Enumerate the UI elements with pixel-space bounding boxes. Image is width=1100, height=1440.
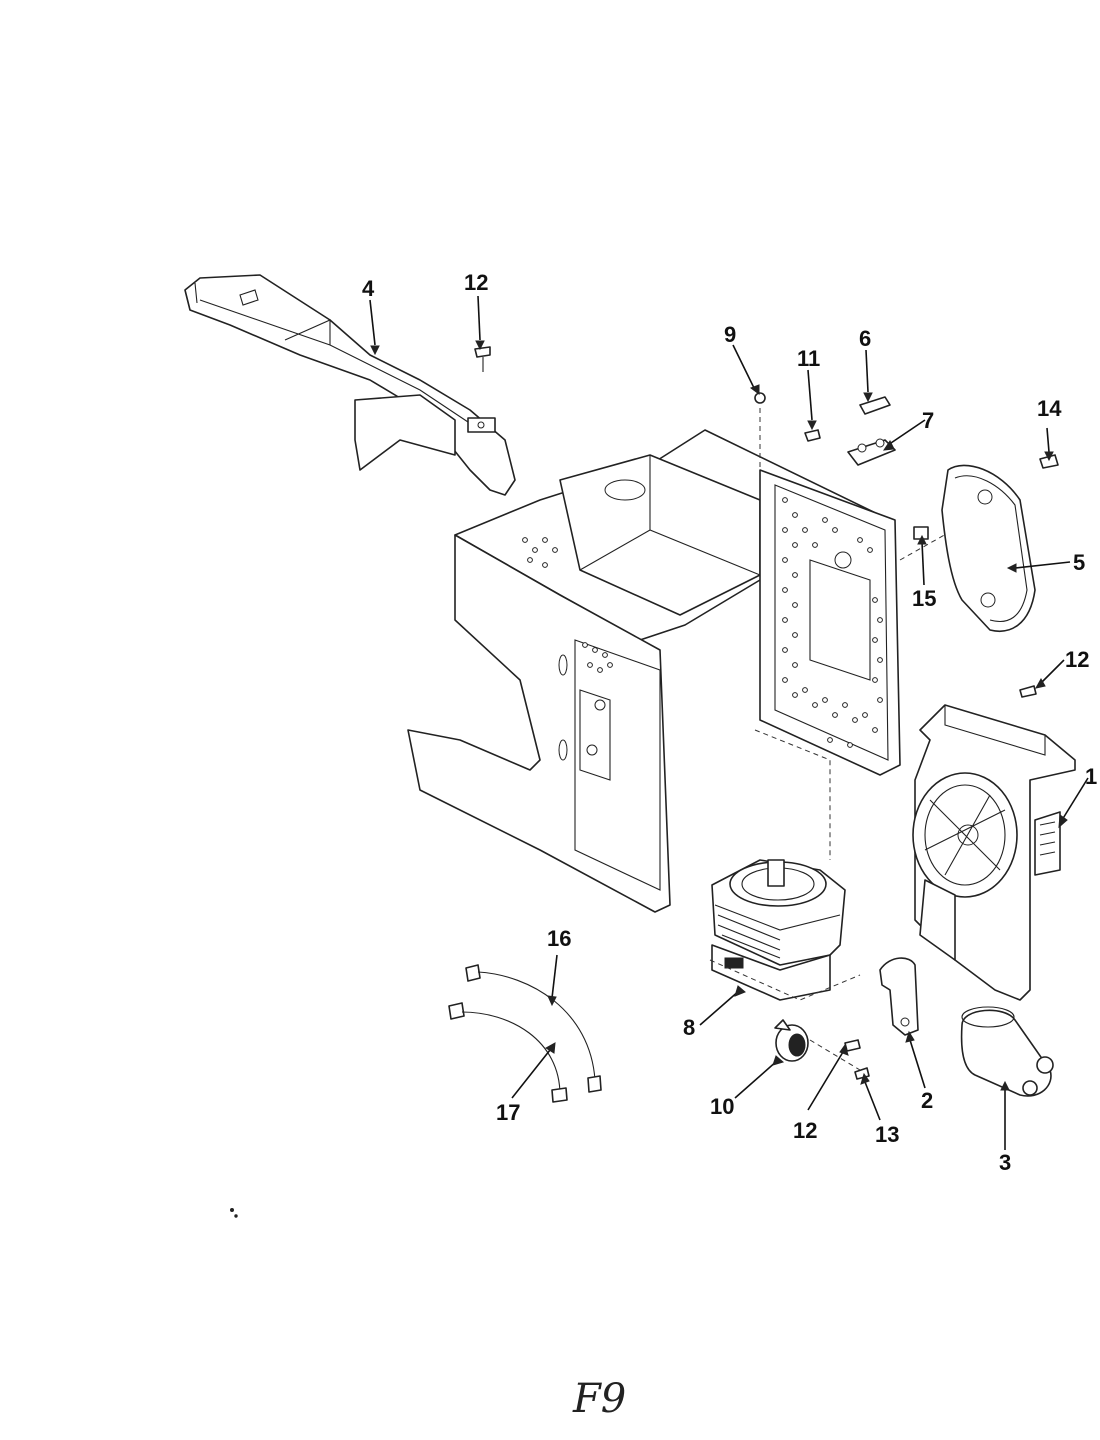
callout-11: 11 [797,346,820,371]
callout-6: 6 [859,326,871,351]
callout-10: 10 [710,1094,734,1119]
callout-9: 9 [724,322,736,347]
duct-part-4 [184,274,516,496]
screw-part-12-top [474,346,491,372]
capacitor-part-3 [960,1006,1054,1097]
page-mark: F9 [572,1376,626,1422]
callout-12-top: 12 [464,270,488,295]
callout-14: 14 [1037,396,1062,421]
perforation-holes [522,497,883,748]
callout-17: 17 [496,1100,520,1125]
screw-part-12-right [1019,685,1037,698]
thermal-cutout-part-10 [774,1019,861,1071]
callout-1: 1 [1085,764,1097,789]
fuse-holder-part-7 [847,438,896,466]
arrowheads [370,340,1068,1091]
fuse-part-6 [859,396,891,415]
callout-16: 16 [547,926,571,951]
callout-5: 5 [1073,550,1085,575]
callout-8: 8 [683,1015,695,1040]
callout-12-bottom: 12 [793,1118,817,1143]
callout-12-right: 12 [1065,647,1089,672]
callout-4: 4 [362,276,375,301]
cover-part-5 [941,464,1036,632]
stray-mark [230,1208,234,1212]
leader-lines [369,295,1089,1150]
magnetron-part-8 [709,859,861,1001]
screw-part-12-bottom [844,1039,861,1052]
callout-3: 3 [999,1150,1011,1175]
screw-part-11 [804,429,821,442]
bracket-part-2 [879,957,919,1036]
blower-assembly-part-1 [912,704,1076,1001]
callout-2: 2 [921,1088,933,1113]
callout-labels: 4 12 9 11 6 7 14 5 15 12 1 8 10 12 13 2 … [362,270,1097,1175]
wire-part-17 [448,1002,568,1103]
callout-15: 15 [912,586,936,611]
stray-mark [234,1214,238,1218]
nut-part-9 [754,392,766,404]
wire-part-16 [465,964,602,1093]
callout-7: 7 [922,408,934,433]
callout-13: 13 [875,1122,899,1147]
oven-cavity-chassis [407,408,981,913]
